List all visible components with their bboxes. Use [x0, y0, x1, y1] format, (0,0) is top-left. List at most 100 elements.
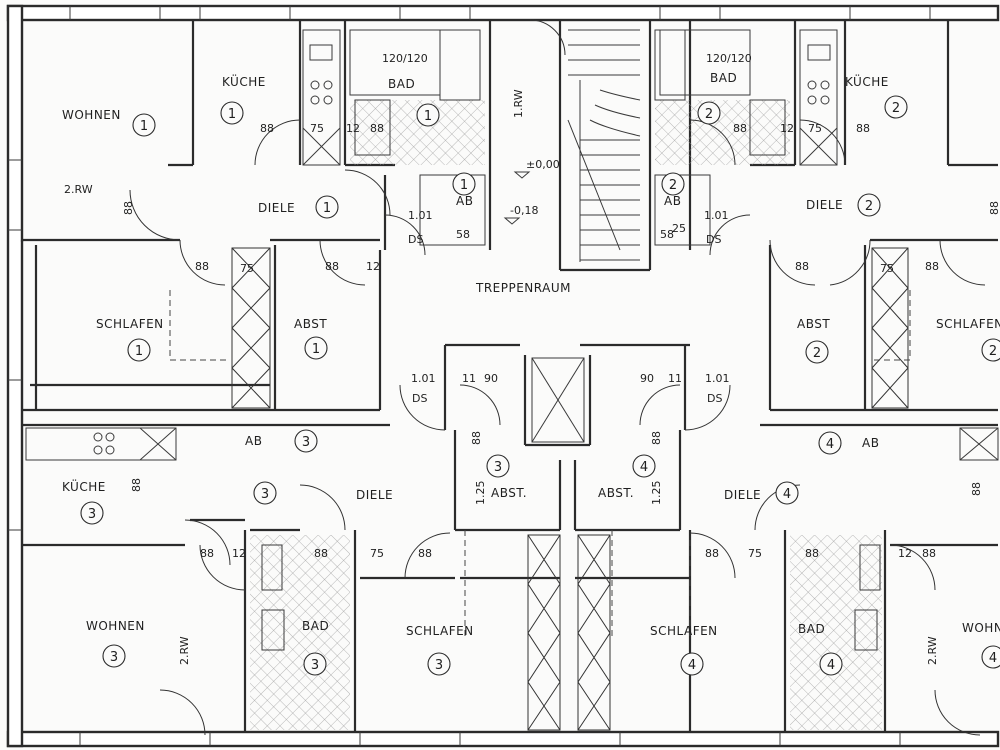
wardrobes — [231, 247, 909, 731]
dim-58-2: 58 — [660, 228, 674, 241]
ds-label-3: DS — [412, 392, 427, 405]
dim-125-b: 1.25 — [650, 481, 663, 506]
room-label-diele-1: DIELE — [258, 201, 295, 215]
dim-125-a: 1.25 — [474, 481, 487, 506]
rw-label-stair: 1.RW — [512, 89, 525, 118]
dim-88-6: 88 — [325, 260, 339, 273]
room-label-wohnen-1: WOHNEN — [62, 108, 121, 122]
ds-label-2: DS — [706, 233, 721, 246]
elevator-shaft — [531, 357, 585, 443]
dim-75-5: 75 — [370, 547, 384, 560]
svg-text:2: 2 — [865, 199, 873, 214]
dim-88-1: 88 — [260, 122, 274, 135]
svg-text:2: 2 — [669, 178, 677, 193]
room-label-abst-3: ABST. — [491, 486, 527, 500]
unit-badge-wohnen-3: 3 — [102, 644, 126, 668]
room-label-bad-4: BAD — [798, 622, 825, 636]
dim-88-11: 88 — [418, 547, 432, 560]
unit-badge-diele-4: 4 — [775, 481, 799, 505]
dim-88-3: 88 — [733, 122, 747, 135]
svg-text:4: 4 — [827, 658, 835, 673]
dim-75-1: 75 — [310, 122, 324, 135]
svg-text:3: 3 — [435, 658, 443, 673]
unit-badge-kueche-3: 3 — [80, 501, 104, 525]
dim-88-2: 88 — [370, 122, 384, 135]
ds-label-4: DS — [707, 392, 722, 405]
dim-88-12: 88 — [705, 547, 719, 560]
dim-58-1: 58 — [456, 228, 470, 241]
room-label-kueche-3: KÜCHE — [62, 478, 106, 494]
dim-12-2: 12 — [780, 122, 794, 135]
dim-12-3: 12 — [366, 260, 380, 273]
unit-badge-ab-1: 1 — [452, 172, 476, 196]
annotations: 120/120 120/120 1.RW 2.RW 2.RW 2.RW ±0,0… — [64, 52, 1000, 665]
unit-badge-ab-2: 2 — [661, 172, 685, 196]
level-marker-0 — [513, 171, 531, 179]
unit-badge-abst-3: 3 — [486, 454, 510, 478]
svg-text:2: 2 — [813, 346, 821, 361]
svg-text:3: 3 — [110, 650, 118, 665]
rw-label-wohnen-1: 2.RW — [64, 183, 93, 196]
unit-badge-wohnen-1: 1 — [132, 113, 156, 137]
room-label-kueche-2: KÜCHE — [845, 73, 889, 89]
dim-88-v5: 88 — [970, 482, 983, 496]
svg-text:2: 2 — [705, 107, 713, 122]
level-marker-1 — [503, 217, 521, 225]
unit-badge-abst-2: 2 — [805, 340, 829, 364]
room-label-bad-1: BAD — [388, 77, 415, 91]
unit-circles: 1 1 1 1 1 1 1 2 2 2 2 2 2 3 3 3 3 4 4 4 … — [80, 95, 1000, 676]
svg-text:3: 3 — [261, 487, 269, 502]
dim-12-5: 12 — [898, 547, 912, 560]
room-label-abst-1: ABST — [294, 317, 327, 331]
svg-text:4: 4 — [989, 651, 997, 666]
dim-88-5: 88 — [195, 260, 209, 273]
unit-badge-wohnen-4: 4 — [981, 645, 1000, 669]
svg-text:1: 1 — [323, 201, 331, 216]
dim-90-2: 90 — [640, 372, 654, 385]
unit-badge-schlafen-3: 3 — [427, 652, 451, 676]
dim-12-4: 12 — [232, 547, 246, 560]
svg-text:1: 1 — [135, 344, 143, 359]
svg-text:4: 4 — [640, 460, 648, 475]
bath-4-tiles — [790, 535, 882, 730]
svg-text:2: 2 — [989, 344, 997, 359]
unit-badge-bad-1: 1 — [416, 103, 440, 127]
dim-11-2: 11 — [668, 372, 682, 385]
unit-badge-diele-2: 2 — [857, 193, 881, 217]
dim-88-14: 88 — [922, 547, 936, 560]
dim-88-9: 88 — [200, 547, 214, 560]
dim-75-3: 75 — [240, 262, 254, 275]
svg-text:3: 3 — [311, 658, 319, 673]
room-label-schlafen-3: SCHLAFEN — [406, 624, 474, 638]
ds-label-1: DS — [408, 233, 423, 246]
walls — [6, 4, 1000, 748]
room-label-wohnen-3: WOHNEN — [86, 619, 145, 633]
room-label-ab-3: AB — [245, 434, 262, 448]
fixtures — [25, 29, 999, 651]
unit-badge-kueche-1: 1 — [220, 101, 244, 125]
dim-75-4: 75 — [880, 262, 894, 275]
bath-2-tiles — [655, 100, 790, 165]
dim-88-v4: 88 — [650, 431, 663, 445]
room-label-diele-2: DIELE — [806, 198, 843, 212]
room-label-diele-4: DIELE — [724, 488, 761, 502]
room-labels: WOHNEN KÜCHE BAD DIELE SCHLAFEN ABST AB … — [62, 71, 1000, 638]
unit-badge-bad-2: 2 — [697, 101, 721, 125]
staircase — [567, 29, 641, 262]
dim-88-4: 88 — [856, 122, 870, 135]
shower-size-bath-1: 120/120 — [382, 52, 428, 65]
unit-badge-bad-4: 4 — [819, 652, 843, 676]
window-marks — [8, 6, 931, 746]
dim-88-v2: 88 — [130, 478, 143, 492]
room-label-schlafen-1: SCHLAFEN — [96, 317, 164, 331]
level-label-1: -0,18 — [510, 204, 538, 217]
unit-badge-bad-3: 3 — [303, 652, 327, 676]
unit-badge-kueche-2: 2 — [884, 95, 908, 119]
dim-11-1: 11 — [462, 372, 476, 385]
room-label-abst-4: ABST. — [598, 486, 634, 500]
svg-text:1: 1 — [424, 109, 432, 124]
svg-text:3: 3 — [88, 507, 96, 522]
svg-text:1: 1 — [312, 342, 320, 357]
dim-88-10: 88 — [314, 547, 328, 560]
dim-75-2: 75 — [808, 122, 822, 135]
